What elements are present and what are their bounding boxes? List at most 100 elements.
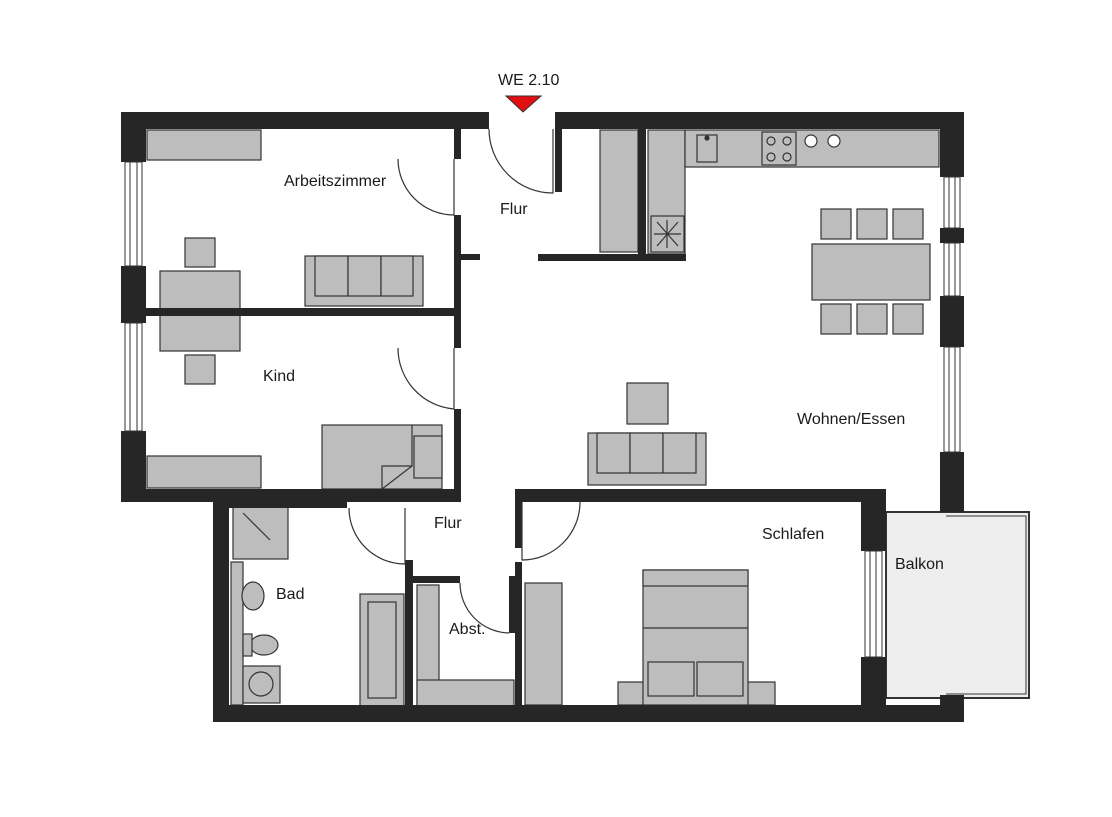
wall-bottom bbox=[213, 705, 964, 722]
wall-abst-top bbox=[413, 576, 460, 583]
burner bbox=[782, 152, 792, 162]
room-label-balkon: Balkon bbox=[895, 556, 944, 573]
window-wohnen-3 bbox=[943, 346, 961, 453]
dining-chair bbox=[820, 303, 852, 335]
door-kind bbox=[397, 347, 455, 410]
balcony-area bbox=[885, 511, 1030, 699]
bed-pillow bbox=[696, 661, 744, 697]
fridge-star-icon bbox=[654, 220, 681, 248]
wall-bad-right bbox=[405, 560, 413, 705]
dining-chair bbox=[892, 208, 924, 240]
wall-right-bottom bbox=[940, 695, 964, 722]
wall-arbeits-right bbox=[454, 129, 461, 159]
bed-blanket-corner bbox=[381, 465, 413, 490]
wall-kind-right bbox=[454, 316, 461, 348]
wall-right-low bbox=[940, 452, 964, 512]
bed-pillow bbox=[413, 435, 443, 479]
wall-kind-right2 bbox=[454, 409, 461, 502]
wall-schlafen-left bbox=[515, 502, 522, 548]
window-schlafen bbox=[864, 550, 883, 658]
chair bbox=[184, 354, 216, 385]
wall-arbeits-kind bbox=[146, 308, 460, 316]
tall-cabinet bbox=[599, 129, 639, 253]
wall-schlafen-top bbox=[515, 489, 886, 502]
sink-drain bbox=[704, 135, 710, 141]
toilet bbox=[249, 634, 279, 656]
bed-headboard bbox=[642, 569, 749, 587]
bathtub-inner bbox=[367, 601, 397, 699]
shelf-arbeitszimmer bbox=[146, 129, 262, 161]
wall-schlafen-right-low bbox=[861, 657, 886, 705]
room-label-schlafen: Schlafen bbox=[762, 526, 825, 543]
window-arbeitszimmer bbox=[124, 161, 143, 267]
door-arbeitszimmer bbox=[397, 158, 455, 216]
cooktop bbox=[761, 131, 797, 166]
wall-right-mid2 bbox=[940, 296, 964, 347]
wall-kitchen-left bbox=[555, 129, 562, 192]
room-label-bad: Bad bbox=[276, 586, 305, 603]
entrance-marker-icon bbox=[504, 95, 543, 113]
window-kind bbox=[124, 322, 143, 432]
wall-top-right bbox=[555, 112, 964, 129]
wall-left-mid bbox=[121, 266, 146, 323]
bathroom-cabinet bbox=[230, 561, 244, 706]
wardrobe bbox=[524, 582, 563, 706]
shower-icon bbox=[242, 512, 271, 541]
washing-machine-drum bbox=[248, 671, 274, 697]
dining-table bbox=[811, 243, 931, 301]
washbasin bbox=[241, 581, 265, 611]
dining-chair bbox=[856, 208, 888, 240]
wall-lower-left bbox=[121, 489, 460, 502]
burner bbox=[782, 136, 792, 146]
toilet-tank bbox=[242, 633, 253, 657]
sofa-cushion bbox=[314, 255, 349, 297]
wall-left-top bbox=[121, 112, 146, 162]
wall-right-mid1 bbox=[940, 228, 964, 243]
chair bbox=[184, 237, 216, 268]
sofa-cushion bbox=[662, 432, 697, 474]
appliance-knob bbox=[827, 134, 841, 148]
sink bbox=[696, 134, 718, 163]
bed-pillow bbox=[647, 661, 695, 697]
wall-kitchen-bottom bbox=[538, 254, 686, 261]
wall-kitchen-div bbox=[638, 129, 646, 259]
dining-chair bbox=[856, 303, 888, 335]
door-entrance bbox=[488, 128, 554, 194]
wall-schlafen-left2 bbox=[515, 562, 522, 705]
wall-arbeits-right2 bbox=[454, 215, 461, 316]
room-label-wohnen-essen: Wohnen/Essen bbox=[797, 411, 906, 428]
dining-chair bbox=[892, 303, 924, 335]
window-wohnen-1 bbox=[943, 176, 961, 229]
sofa-cushion bbox=[347, 255, 382, 297]
sofa-cushion bbox=[596, 432, 631, 474]
sofa-cushion bbox=[380, 255, 414, 297]
dining-chair bbox=[820, 208, 852, 240]
armchair bbox=[626, 382, 669, 425]
wall-abst-right2 bbox=[509, 576, 519, 583]
room-label-abst: Abst. bbox=[449, 621, 486, 638]
wall-bad-top bbox=[229, 502, 347, 508]
room-label-flur-top: Flur bbox=[500, 201, 528, 218]
wall-right-top bbox=[940, 112, 964, 177]
room-label-arbeitszimmer: Arbeitszimmer bbox=[284, 173, 387, 190]
storage-shelf-bottom bbox=[416, 679, 515, 707]
burner bbox=[766, 136, 776, 146]
appliance-knob bbox=[804, 134, 818, 148]
wall-abst-right bbox=[509, 576, 515, 633]
window-wohnen-2 bbox=[943, 242, 961, 297]
wall-bad-outer bbox=[213, 502, 229, 721]
balcony-railing bbox=[946, 515, 1027, 695]
burner bbox=[766, 152, 776, 162]
room-label-flur-bottom: Flur bbox=[434, 515, 462, 532]
unit-id-label: WE 2.10 bbox=[498, 72, 560, 89]
sofa-cushion bbox=[629, 432, 664, 474]
door-schlafen bbox=[521, 501, 581, 561]
bed-blanket-fold bbox=[381, 425, 413, 489]
shelf-kind bbox=[146, 455, 262, 489]
room-label-kind: Kind bbox=[263, 368, 296, 385]
door-bad bbox=[348, 507, 406, 565]
door-abst bbox=[459, 582, 510, 634]
wall-top-left bbox=[121, 112, 489, 129]
wall-stub bbox=[461, 254, 480, 260]
